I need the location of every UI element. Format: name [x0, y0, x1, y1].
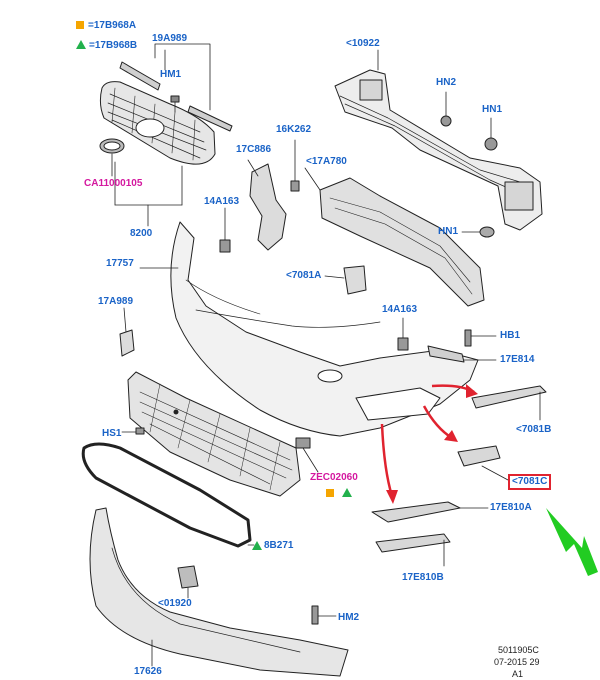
- label-hn2: HN2: [436, 77, 457, 88]
- legend-square-text: =17B968A: [88, 20, 137, 31]
- ford-badge: [99, 138, 125, 177]
- orange-square-icon: [76, 21, 84, 29]
- label-7081c-highlighted: <7081C: [508, 474, 552, 490]
- green-pointer-arrow: [546, 508, 598, 576]
- bracket-7081c: [457, 445, 509, 481]
- green-triangle-marker: [342, 488, 352, 497]
- lower-grille: [127, 371, 301, 497]
- label-8b271: 8B271: [264, 540, 294, 551]
- label-ca11000105: CA11000105: [84, 178, 143, 189]
- screw-hs1: [121, 427, 145, 435]
- nut-hn1-lower: [461, 226, 495, 238]
- grille-molding-strips: [119, 43, 233, 132]
- footer-code: 5011905C: [498, 645, 539, 655]
- label-7081b: <7081B: [516, 424, 552, 435]
- label-hs1: HS1: [102, 428, 122, 439]
- label-14a163-lower: 14A163: [382, 304, 418, 315]
- deflector-17e810a: [371, 501, 489, 523]
- green-triangle-marker-8b271: [252, 541, 262, 550]
- clip-14a163-upper: [219, 207, 231, 253]
- upper-grille: [99, 81, 216, 165]
- legend-square: =17B968A: [76, 20, 136, 31]
- legend-triangle-text: =17B968B: [89, 40, 138, 51]
- bracket-7081a: [324, 265, 367, 295]
- nut-hn1-upper: [484, 117, 498, 151]
- footer-rev: A1: [512, 669, 524, 679]
- label-14a163-upper: 14A163: [204, 196, 240, 207]
- label-17a780: <17A780: [306, 156, 347, 167]
- label-7081a: <7081A: [286, 270, 322, 281]
- screw-hm2: [311, 605, 337, 625]
- label-17e810b: 17E810B: [402, 572, 444, 583]
- label-17a989: 17A989: [98, 296, 134, 307]
- orange-square-marker: [326, 489, 334, 497]
- bracket-17c886: [247, 159, 287, 251]
- bumper-reinforcement-beam: [334, 49, 543, 231]
- label-hn1-lower: HN1: [438, 226, 459, 237]
- label-8200: 8200: [130, 228, 153, 239]
- lower-valance: [89, 507, 349, 677]
- legend-triangle: =17B968B: [76, 40, 137, 51]
- label-01920: <01920: [158, 598, 192, 609]
- label-hm1: HM1: [160, 69, 182, 80]
- bolt-hb1: [464, 329, 497, 347]
- trim-17e814: [427, 345, 497, 363]
- label-10922: <10922: [346, 38, 380, 49]
- label-zec02060: ZEC02060: [310, 472, 358, 483]
- clip-16k262: [290, 139, 300, 192]
- clip-14a163-lower: [397, 317, 409, 351]
- nut-hn2: [440, 91, 452, 127]
- label-19a989: 19A989: [152, 33, 188, 44]
- red-arrowheads: [386, 384, 478, 504]
- deflector-17e810b: [375, 533, 451, 567]
- trim-17a989: [119, 307, 135, 357]
- label-17757: 17757: [106, 258, 134, 269]
- label-16k262: 16K262: [276, 124, 312, 135]
- label-17e814: 17E814: [500, 354, 535, 365]
- bracket-7081b: [471, 385, 547, 421]
- sensor-zec02060: [295, 437, 319, 473]
- label-hb1: HB1: [500, 330, 521, 341]
- label-17e810a: 17E810A: [490, 502, 532, 513]
- label-hn1-upper: HN1: [482, 104, 503, 115]
- label-17c886: 17C886: [236, 144, 272, 155]
- label-hm2: HM2: [338, 612, 360, 623]
- energy-absorber: [304, 167, 485, 307]
- grille-surround: [81, 442, 255, 548]
- bracket-01920: [177, 565, 199, 599]
- bumper-cover: [139, 221, 479, 437]
- label-17626: 17626: [134, 666, 162, 677]
- green-triangle-icon: [76, 40, 86, 49]
- footer-date: 07-2015 29: [494, 657, 540, 667]
